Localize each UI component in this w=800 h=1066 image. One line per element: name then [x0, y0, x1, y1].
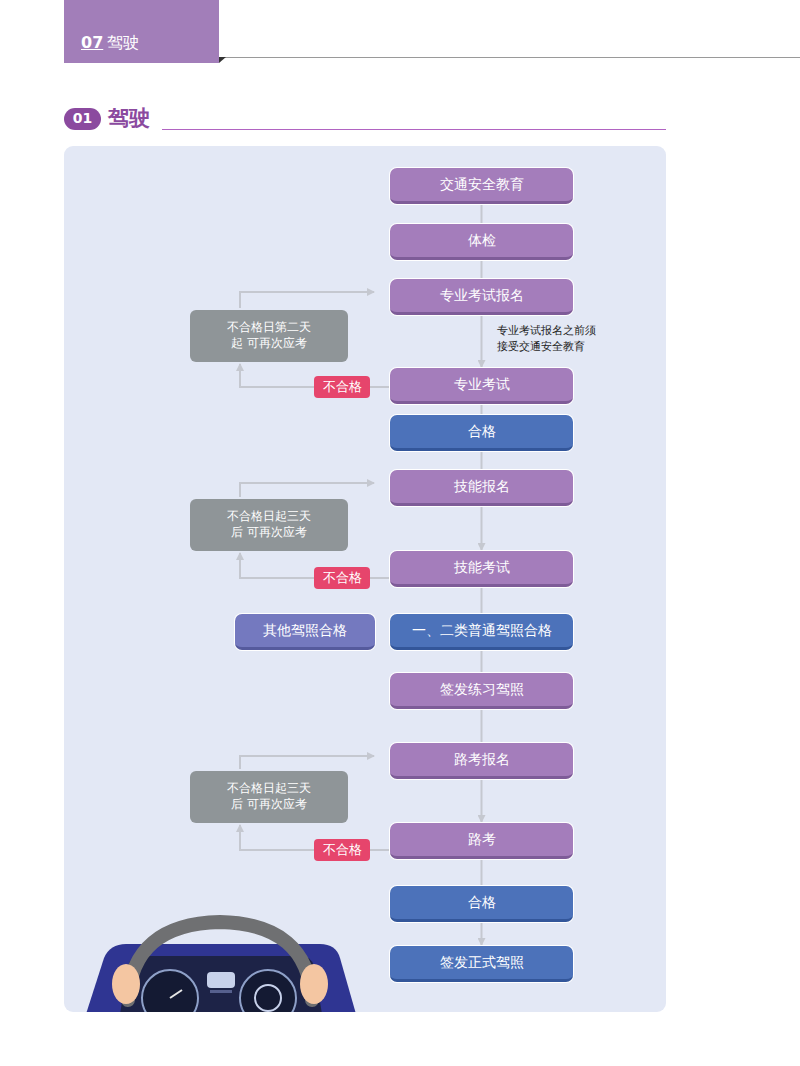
header-band	[64, 0, 219, 63]
box-text: 一、二类普通驾照合格	[406, 621, 558, 639]
fail-tag: 不合格	[314, 839, 370, 861]
box-text: 不合格日起三天后 可再次应考	[217, 781, 320, 812]
section-heading: 驾驶	[108, 104, 150, 132]
flow-connector	[481, 587, 483, 614]
box-text: 不合格	[317, 379, 368, 396]
flow-connector	[370, 577, 390, 579]
process-box: 技能报名	[390, 470, 573, 506]
box-text: 交通安全教育	[434, 175, 530, 193]
flow-connector	[240, 825, 314, 850]
flow-connector	[481, 404, 483, 415]
flow-connector	[481, 779, 483, 822]
result-box: 签发正式驾照	[390, 946, 573, 982]
note-text: 专业考试报名之前须 接受交通安全教育	[497, 323, 609, 355]
flow-connector	[481, 506, 483, 550]
flow-connector	[481, 709, 483, 743]
process-box: 体检	[390, 224, 573, 260]
retry-note-box: 不合格日第二天起 可再次应考	[190, 310, 348, 362]
fail-tag: 不合格	[314, 567, 370, 589]
process-box: 专业考试报名	[390, 279, 573, 315]
flow-connector	[481, 451, 483, 470]
flow-connector	[481, 315, 483, 367]
flow-connector	[481, 859, 483, 886]
process-box: 签发练习驾照	[390, 673, 573, 709]
flow-connector	[370, 386, 390, 388]
box-text: 签发正式驾照	[434, 953, 530, 971]
box-text: 不合格日起三天后 可再次应考	[217, 509, 320, 540]
flow-connector	[240, 553, 314, 578]
box-text: 不合格	[317, 570, 368, 587]
flow-connector	[240, 483, 374, 497]
result-box: 一、二类普通驾照合格	[390, 614, 573, 650]
box-text: 合格	[462, 422, 502, 440]
fail-tag: 不合格	[314, 376, 370, 398]
process-box: 交通安全教育	[390, 168, 573, 204]
retry-note-box: 不合格日起三天后 可再次应考	[190, 771, 348, 823]
box-text: 路考报名	[448, 750, 516, 768]
process-box: 路考报名	[390, 743, 573, 779]
flow-connector	[240, 756, 374, 769]
result-box: 合格	[390, 415, 573, 451]
box-text: 合格	[462, 893, 502, 911]
retry-note-box: 不合格日起三天后 可再次应考	[190, 499, 348, 551]
box-text: 专业考试报名	[434, 286, 530, 304]
box-text: 专业考试	[448, 375, 516, 393]
flow-connector	[240, 292, 374, 308]
box-text: 不合格日第二天起 可再次应考	[217, 320, 320, 351]
process-box: 技能考试	[390, 551, 573, 587]
box-text: 技能考试	[448, 558, 516, 576]
result-box: 合格	[390, 886, 573, 922]
process-box: 专业考试	[390, 368, 573, 404]
box-text: 其他驾照合格	[257, 621, 353, 639]
box-text: 技能报名	[448, 477, 516, 495]
box-text: 不合格	[317, 842, 368, 859]
flow-connector	[370, 849, 390, 851]
flow-connector	[481, 260, 483, 279]
box-text: 签发练习驾照	[434, 680, 530, 698]
process-box: 路考	[390, 823, 573, 859]
chapter-number: 07	[81, 33, 103, 52]
flow-connector	[240, 364, 314, 387]
chapter-title: 驾驶	[107, 33, 139, 54]
flow-connector	[481, 650, 483, 673]
box-text: 体检	[462, 231, 502, 249]
result-box: 其他驾照合格	[235, 614, 375, 650]
flow-connector	[481, 204, 483, 224]
section-number: 01	[64, 110, 101, 126]
flow-connector	[481, 922, 483, 945]
box-text: 路考	[462, 830, 502, 848]
